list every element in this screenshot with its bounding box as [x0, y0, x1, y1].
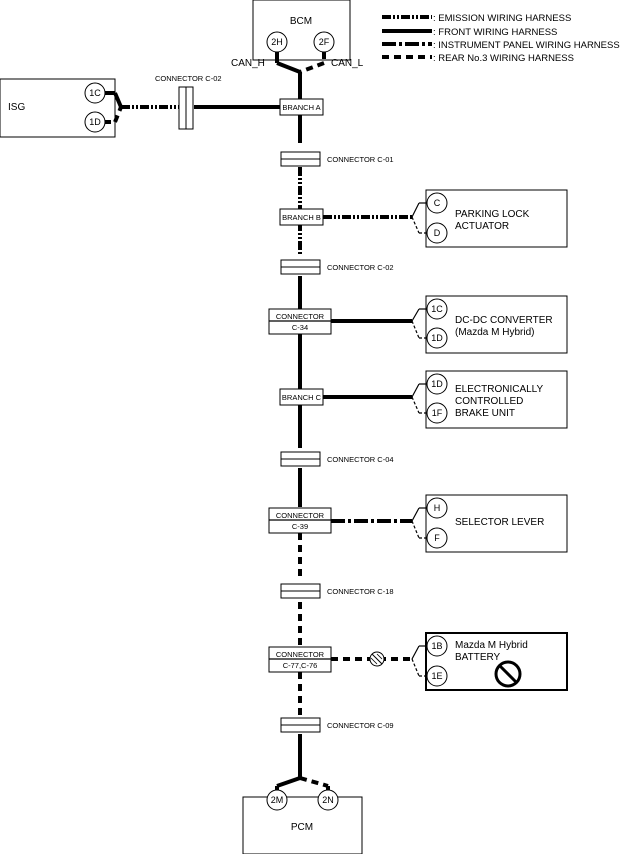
connector-c01-label: CONNECTOR C-01 [327, 155, 394, 164]
legend-front-label: : FRONT WIRING HARNESS [433, 27, 557, 38]
bcm-module: BCM 2H 2F CAN_H CAN_L [231, 0, 364, 74]
connector-c04 [280, 451, 321, 460]
parking-pin-d [426, 222, 448, 244]
selector-pin-h-label: H [434, 503, 441, 513]
branch-b-label: BRANCH B [282, 213, 321, 222]
brake-pin-1f [426, 402, 448, 424]
battery-pin-1b [426, 635, 448, 657]
selector-label: SELECTOR LEVER [455, 517, 544, 528]
branch-a [279, 98, 324, 116]
connector-c77-label1: CONNECTOR [276, 650, 325, 659]
isg-connector-label: CONNECTOR C-02 [155, 74, 222, 83]
parking-pin-c-label: C [434, 198, 441, 208]
isg-connector-c02 [178, 86, 187, 130]
bcm-pin-2f [313, 31, 335, 53]
isg-label: ISG [8, 102, 25, 113]
brake-pin-1d-label: 1D [431, 379, 443, 389]
battery-pin-1e-label: 1E [431, 671, 442, 681]
legend: : EMISSION WIRING HARNESS : FRONT WIRING… [382, 13, 620, 64]
connector-c09 [280, 717, 321, 726]
can-h-label: CAN_H [231, 58, 265, 69]
connector-c34-label1: CONNECTOR [276, 312, 325, 321]
connector-c39-label1: CONNECTOR [276, 511, 325, 520]
parking-label-line2: ACTUATOR [455, 221, 509, 232]
dc-dc-converter: 1C 1D DC-DC CONVERTER (Mazda M Hybrid) [411, 295, 568, 354]
parking-lock-actuator: C D PARKING LOCK ACTUATOR [411, 189, 568, 248]
legend-emission-label: : EMISSION WIRING HARNESS [433, 13, 571, 24]
dcdc-label-line2: (Mazda M Hybrid) [455, 327, 534, 338]
pcm-pin-2n-label: 2N [322, 795, 334, 805]
battery-pin-1e [426, 665, 448, 687]
can-l-label: CAN_L [331, 58, 364, 69]
connector-c18-label: CONNECTOR C-18 [327, 587, 394, 596]
parking-label-line1: PARKING LOCK [455, 209, 530, 220]
selector-pin-f-label: F [434, 533, 440, 543]
battery-label-line2: BATTERY [455, 652, 501, 663]
connector-c39-label2: C-39 [292, 522, 308, 531]
bcm-pin-2h-label: 2H [271, 37, 283, 47]
dcdc-pin-1c-label: 1C [431, 304, 443, 314]
brake-pin-1f-label: 1F [432, 408, 443, 418]
connector-c04-label: CONNECTOR C-04 [327, 455, 394, 464]
isg-pin-1c [84, 82, 106, 104]
terminal-marker-icon [369, 651, 385, 667]
connector-c09-label: CONNECTOR C-09 [327, 721, 394, 730]
isg-pin-1c-label: 1C [89, 88, 101, 98]
brake-label-line2: CONTROLLED [455, 396, 523, 407]
parking-pin-d-label: D [434, 228, 441, 238]
parking-pin-c [426, 192, 448, 214]
electronically-controlled-brake-unit: 1D 1F ELECTRONICALLY CONTROLLED BRAKE UN… [411, 370, 568, 429]
pcm-label: PCM [291, 822, 313, 833]
pcm-module: 2M 2N PCM [242, 776, 363, 854]
legend-rear-label: : REAR No.3 WIRING HARNESS [433, 53, 574, 64]
dcdc-pin-1d [426, 327, 448, 349]
dcdc-label-line1: DC-DC CONVERTER [455, 315, 553, 326]
connector-c34-label2: C-34 [292, 323, 308, 332]
battery-label-line1: Mazda M Hybrid [455, 640, 528, 651]
battery-pin-1b-label: 1B [431, 641, 442, 651]
bcm-pin-2f-label: 2F [319, 37, 330, 47]
dcdc-pin-1d-label: 1D [431, 333, 443, 343]
isg-pin-1d [84, 111, 106, 133]
connector-c18 [280, 583, 321, 592]
legend-instrument-label: : INSTRUMENT PANEL WIRING HARNESS [433, 40, 620, 51]
pcm-pin-2n [317, 789, 339, 811]
branch-a-label: BRANCH A [282, 103, 320, 112]
bcm-pin-2h [266, 31, 288, 53]
pcm-pin-2m [266, 789, 288, 811]
pcm-pin-2m-label: 2M [271, 795, 284, 805]
connector-c02-label: CONNECTOR C-02 [327, 263, 394, 272]
brake-label-line3: BRAKE UNIT [455, 408, 515, 419]
isg-pin-1d-label: 1D [89, 117, 101, 127]
selector-pin-h [426, 497, 448, 519]
bcm-label: BCM [290, 16, 312, 27]
selector-pin-f [426, 527, 448, 549]
prohibited-icon [494, 660, 522, 688]
brake-pin-1d [426, 373, 448, 395]
selector-lever: H F SELECTOR LEVER [411, 494, 568, 553]
brake-label-line1: ELECTRONICALLY [455, 384, 544, 395]
connector-c01 [280, 151, 321, 160]
dcdc-pin-1c [426, 298, 448, 320]
isg-module: ISG 1C 1D CONNECTOR C-02 [0, 74, 280, 138]
branch-c-label: BRANCH C [282, 393, 322, 402]
connector-c02 [280, 259, 321, 268]
connector-c77-label2: C-77,C-76 [283, 661, 318, 670]
hybrid-battery: 1B 1E Mazda M Hybrid BATTERY [411, 632, 568, 691]
